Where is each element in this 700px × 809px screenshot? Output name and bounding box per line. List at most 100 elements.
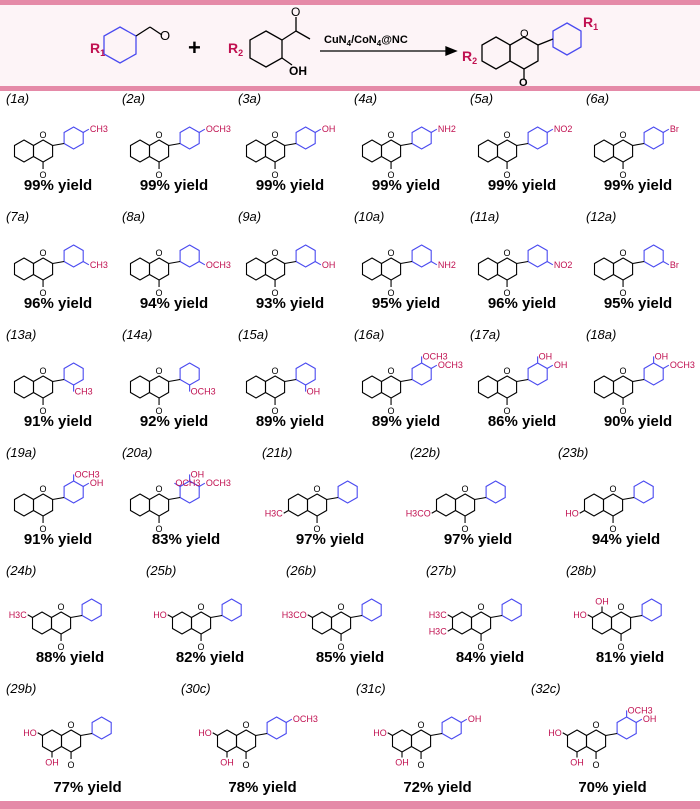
substituent-label: O: [156, 288, 163, 298]
substituent-label: OCH3: [206, 124, 231, 134]
substituent-label: Br: [670, 260, 679, 270]
substituent-label: OH: [90, 478, 104, 488]
substituent-label: O: [40, 484, 47, 494]
substituent-label: HO: [565, 508, 579, 518]
compound-label: (32c): [531, 681, 561, 696]
top-accent-bar: [0, 0, 700, 5]
substituent-label: O: [272, 406, 279, 416]
compound-label: (22b): [410, 445, 441, 460]
substituent-label: O: [272, 130, 279, 140]
compound-yield: 99% yield: [139, 177, 209, 194]
compound-yield: 72% yield: [403, 779, 472, 796]
substituent-label: OCH3: [423, 351, 448, 361]
compound-label: (23b): [558, 445, 589, 460]
product-r2: R2: [462, 48, 477, 66]
compound-yield: 97% yield: [443, 531, 513, 548]
product-c-ring: [509, 36, 539, 70]
substituent-label: OH: [643, 714, 657, 724]
substituent-label: OH: [322, 124, 336, 134]
substituent-label: O: [388, 288, 395, 298]
substituent-label: HO: [573, 610, 587, 620]
substituent-label: OCH3: [75, 469, 100, 479]
substituent-label: O: [40, 524, 47, 534]
substituent-label: O: [620, 170, 627, 180]
compound-yield: 89% yield: [371, 413, 441, 430]
reactant2-ring: [249, 30, 283, 68]
substituent-label: O: [40, 170, 47, 180]
substituent-label: HO: [548, 728, 562, 738]
substituent-label: O: [618, 602, 625, 612]
flavone-structure: O O OH: [245, 124, 336, 180]
compound-label: (6a): [586, 91, 610, 106]
compound-label: (14a): [122, 327, 153, 342]
substituent-label: O: [388, 248, 395, 258]
substituent-label: OH: [395, 758, 409, 768]
substituent-label: O: [504, 170, 511, 180]
substituent-label: CH3: [90, 260, 108, 270]
substituent-label: OCH3: [670, 360, 695, 370]
substituent-label: O: [68, 760, 75, 770]
substituent-label: OCH3: [206, 260, 231, 270]
substituent-label: OH: [554, 360, 568, 370]
plus-sign: +: [188, 35, 201, 60]
compound-label: (16a): [354, 327, 385, 342]
substituent-label: NH2: [438, 124, 456, 134]
compound-label: (10a): [354, 209, 385, 224]
compound-yield: 89% yield: [255, 413, 325, 430]
substituent-label: O: [243, 760, 250, 770]
substituent-label: H3CO: [406, 508, 431, 518]
compound-label: (19a): [6, 445, 37, 460]
substituent-label: O: [156, 406, 163, 416]
substituent-label: OH: [322, 260, 336, 270]
substituent-label: OH: [595, 597, 609, 607]
compound-label: (8a): [122, 209, 146, 224]
catalyst-label: CuN4/CoN4@NC: [324, 34, 408, 48]
substituent-label: O: [478, 602, 485, 612]
substituent-label: O: [272, 170, 279, 180]
reaction-scheme-drawing: R1 O + R2 OH O CuN4/CoN4@NC R2 R1 O O: [90, 5, 598, 86]
substituent-label: O: [243, 720, 250, 730]
reactant1-ring: [103, 26, 137, 64]
substituent-label: O: [418, 760, 425, 770]
substituent-label: O: [610, 524, 617, 534]
substituent-label: O: [504, 366, 511, 376]
substituent-label: O: [618, 642, 625, 652]
substituent-label: OCH3: [293, 714, 318, 724]
substituent-label: O: [338, 602, 345, 612]
substituent-label: O: [156, 524, 163, 534]
substituent-label: O: [68, 720, 75, 730]
substituent-label: O: [504, 130, 511, 140]
compound-yield: 91% yield: [23, 531, 93, 548]
compound-label: (18a): [586, 327, 617, 342]
compound-yield: 82% yield: [175, 649, 245, 666]
product-a-ring: [481, 36, 511, 70]
substituent-label: NH2: [438, 260, 456, 270]
substituent-label: O: [593, 760, 600, 770]
